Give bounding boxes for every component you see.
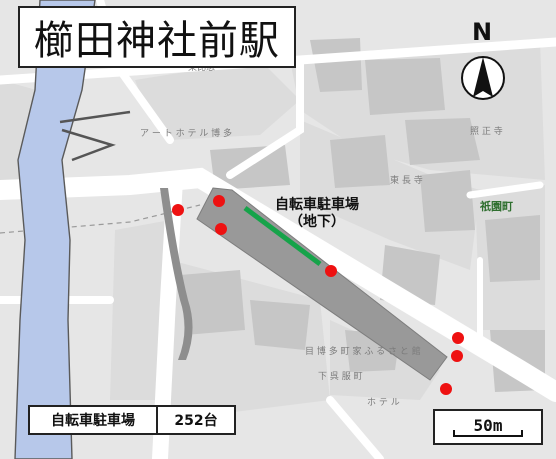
- underground-parking-line: [243, 205, 322, 267]
- label-gion: 祇園町: [479, 199, 513, 213]
- entrance-dot: [172, 204, 184, 216]
- north-label: N: [471, 18, 493, 46]
- page-title: 櫛田神社前駅: [34, 18, 280, 64]
- parking-label-line1: 自転車駐車場: [275, 197, 359, 213]
- entrance-dot: [213, 195, 225, 207]
- entrance-dot: [325, 265, 337, 277]
- label-shinryu: 照 正 寺: [470, 126, 503, 137]
- label-hakata: ア ー ト ホ テ ル 博 多: [140, 127, 232, 139]
- entrance-markers: [172, 195, 464, 395]
- north-arrow-icon: [473, 57, 493, 97]
- entrance-dot: [452, 332, 464, 344]
- canal: [160, 188, 193, 360]
- map-labels: 東比恵 ア ー ト ホ テ ル 博 多 東 長 寺 照 正 寺 目 博 多 町 …: [140, 61, 513, 408]
- scale-label: 50m: [473, 416, 503, 435]
- railway-dashed-line: [0, 204, 201, 234]
- compass: [461, 56, 505, 100]
- river: [14, 0, 96, 459]
- capacity-table: 自転車駐車場 252台: [28, 405, 236, 435]
- label-tochiji: 東 長 寺: [390, 174, 423, 186]
- entrance-dot: [440, 383, 452, 395]
- title-box: 櫛田神社前駅: [18, 6, 296, 68]
- capacity-value: 252台: [174, 413, 218, 429]
- label-shimo-gofuku: 下 呉 服 町: [318, 371, 363, 382]
- entrance-dot: [215, 223, 227, 235]
- bridges: [59, 110, 131, 162]
- parking-label: 自転車駐車場 （地下）: [262, 197, 372, 231]
- label-bunka: 目 博 多 町 家 ふ る さ と 館: [305, 345, 421, 357]
- scale-bar: [453, 430, 523, 437]
- capacity-name: 自転車駐車場: [30, 407, 158, 433]
- entrance-dot: [451, 350, 463, 362]
- scale-box: 50m: [433, 409, 543, 445]
- parking-label-line2: （地下）: [289, 214, 345, 230]
- label-hotel: ホ テ ル: [367, 397, 400, 408]
- station-footprint: [196, 187, 448, 381]
